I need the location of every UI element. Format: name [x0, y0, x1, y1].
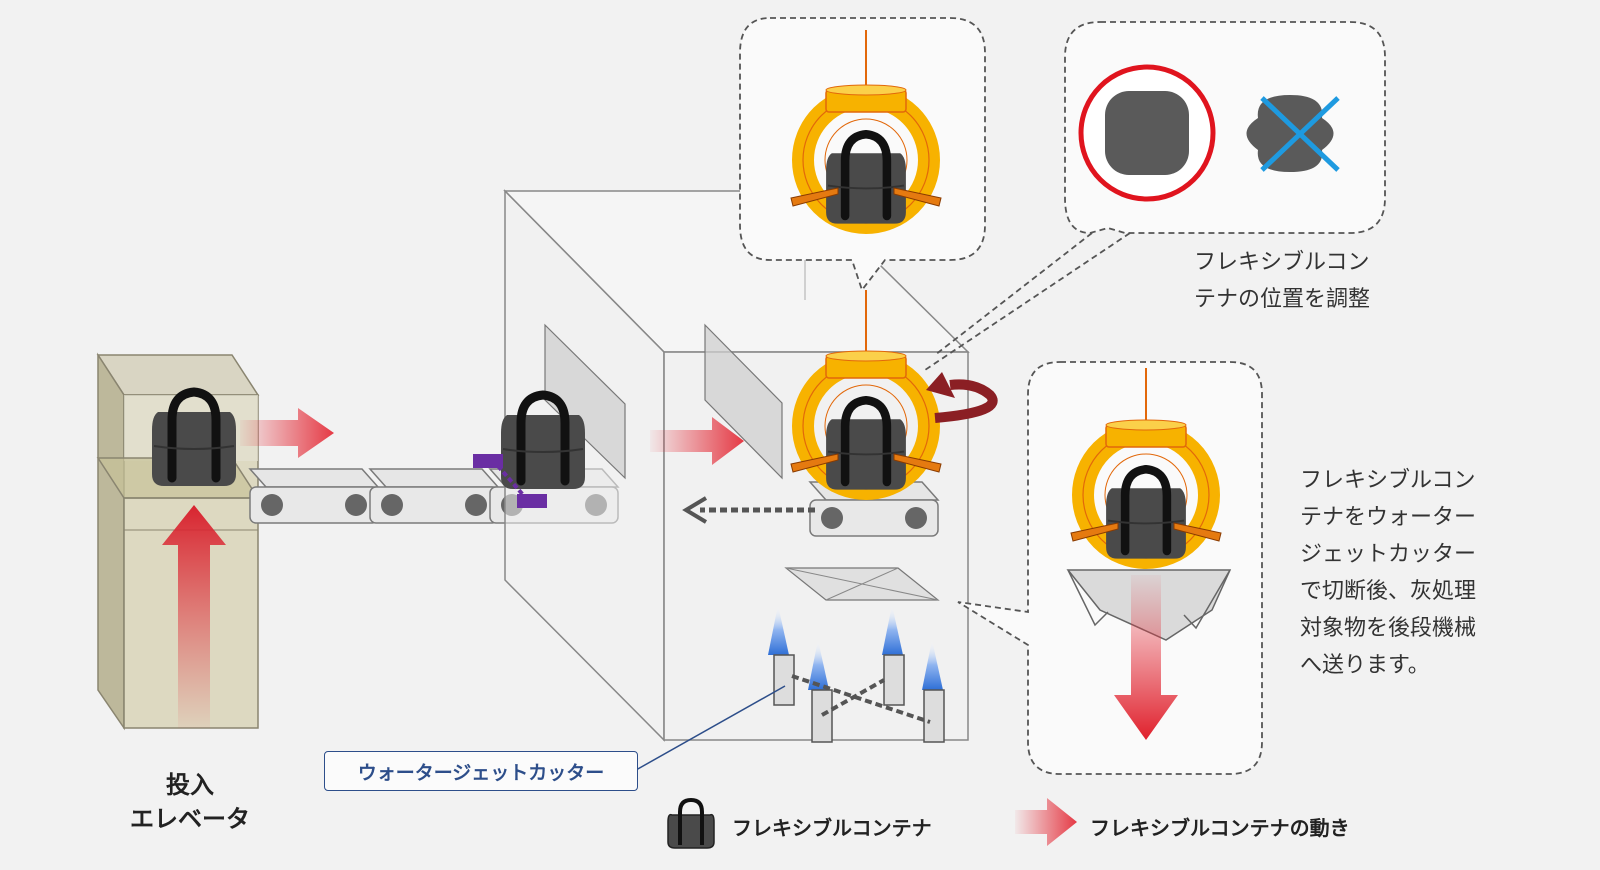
cut-line-2: テナをウォーター	[1300, 505, 1477, 530]
cut-line-3: ジェットカッター	[1300, 542, 1477, 567]
cut-description: フレキシブルコン テナをウォーター ジェットカッター で切断後、灰処理 対象物を…	[1300, 462, 1476, 684]
mesh-tray	[784, 567, 940, 601]
adjust-line-1: フレキシブルコン	[1194, 250, 1370, 275]
elevator-line-1: 投入	[166, 771, 214, 799]
adjust-description: フレキシブルコン テナの位置を調整	[1194, 244, 1370, 318]
adjust-line-2: テナの位置を調整	[1194, 287, 1371, 312]
legend-movement-label: フレキシブルコンテナの動き	[1090, 816, 1350, 840]
waterjet-leader	[635, 685, 786, 771]
legend-container-icon	[667, 797, 715, 849]
elevator-line-2: エレベータ	[130, 805, 250, 833]
legend-container-label: フレキシブルコンテナ	[732, 816, 932, 840]
cut-line-6: へ送ります。	[1300, 653, 1430, 678]
waterjet-label-text: ウォータージェットカッター	[357, 761, 605, 784]
release-callout	[957, 361, 1263, 775]
cut-line-4: で切断後、灰処理	[1300, 579, 1477, 604]
red-arrow-icon	[240, 408, 334, 458]
waterjet-label: ウォータージェットカッター	[324, 751, 638, 791]
return-arrow-head	[682, 496, 708, 524]
red-arrow-icon	[162, 505, 226, 728]
ng-cross-icon	[1246, 95, 1340, 172]
red-arrow-icon	[650, 417, 744, 465]
legend-arrow-icon	[1015, 798, 1077, 846]
cut-line-5: 対象物を後段機械	[1300, 616, 1477, 641]
rotation-arrow-icon	[926, 372, 998, 423]
ok-circle-icon	[1078, 64, 1216, 202]
elevator-label: 投入 エレベータ	[90, 768, 290, 836]
cut-line-1: フレキシブルコン	[1300, 468, 1476, 493]
gate-panel	[544, 323, 626, 480]
gate-panel	[704, 323, 783, 480]
pusher	[473, 454, 547, 508]
waterjet-nozzles	[768, 605, 945, 743]
red-arrow-icon	[1114, 575, 1178, 740]
